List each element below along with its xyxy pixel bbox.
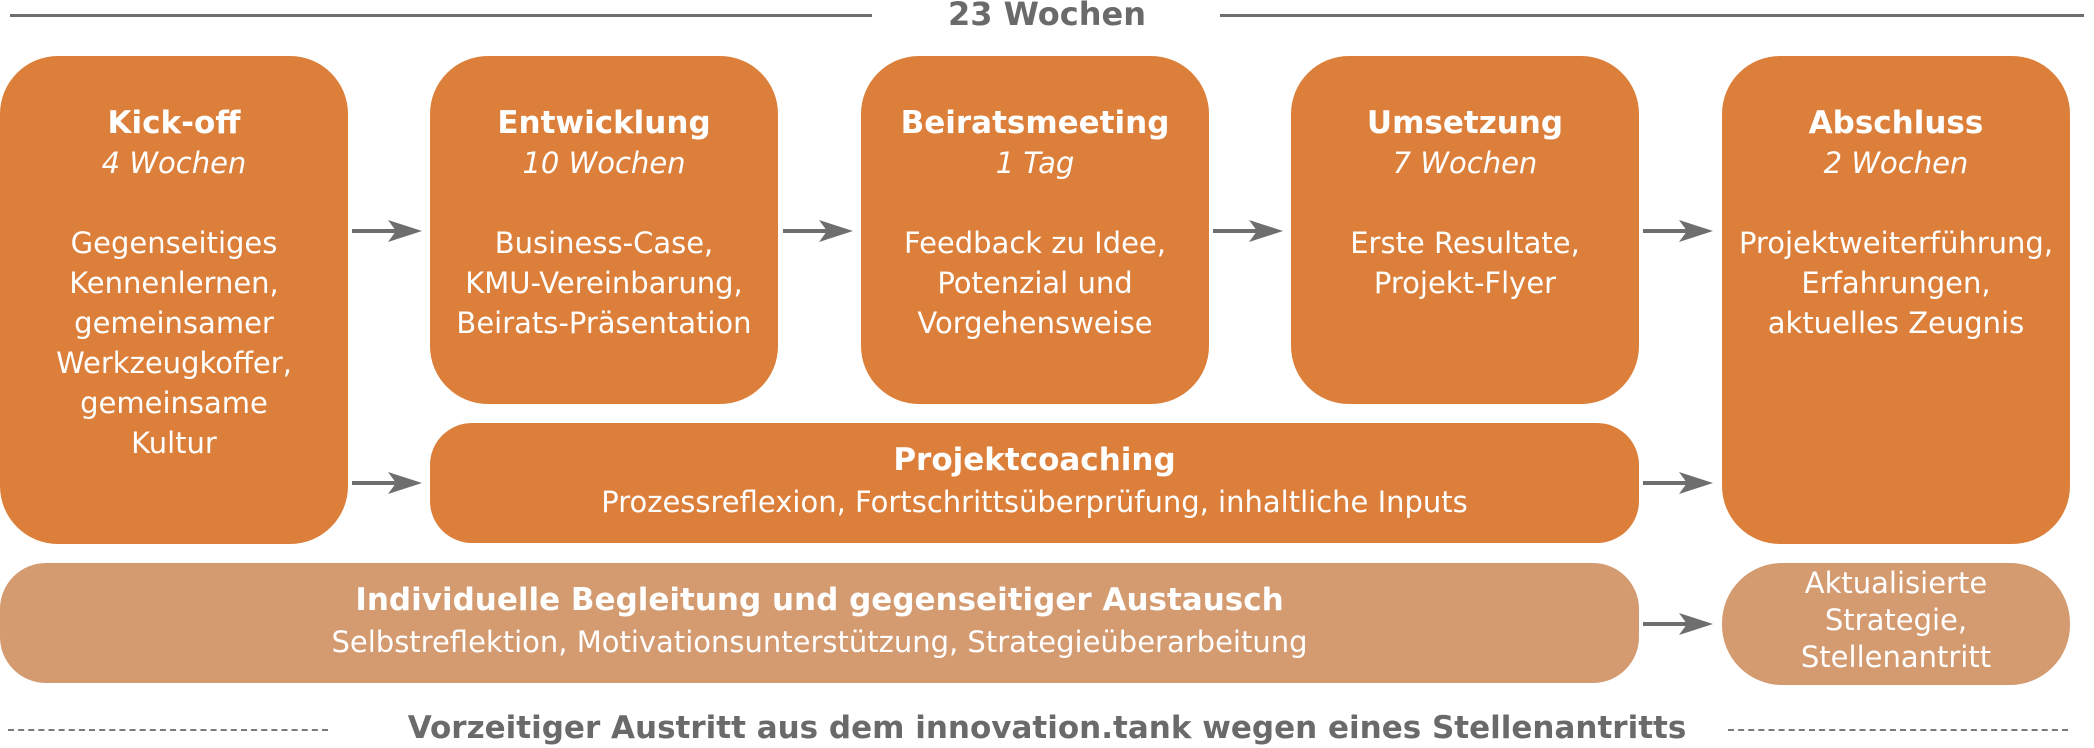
outcome-text: Aktualisierte Strategie, Stellenantritt xyxy=(1800,566,1992,674)
phase-kickoff: Kick-off 4 Wochen Gegenseitiges Kennenle… xyxy=(0,56,348,544)
individual-support-bar: Individuelle Begleitung und gegenseitige… xyxy=(0,563,1639,683)
arrow-right-icon xyxy=(1643,216,1713,246)
phase-duration: 2 Wochen xyxy=(1823,146,1969,180)
early-exit-line-left xyxy=(8,729,328,731)
arrow-right-icon xyxy=(1213,216,1283,246)
phase-abschluss: Abschluss 2 Wochen Projektweiterführung,… xyxy=(1722,56,2070,544)
phase-beiratsmeeting: Beiratsmeeting 1 Tag Feedback zu Idee, P… xyxy=(861,56,1209,404)
phase-title: Beiratsmeeting xyxy=(900,105,1170,141)
phase-description: Business-Case, KMU-Vereinbarung, Beirats… xyxy=(456,226,752,340)
arrow-right-icon xyxy=(783,216,853,246)
early-exit-label: Vorzeitiger Austritt aus dem innovation.… xyxy=(407,710,1687,746)
phase-title: Abschluss xyxy=(1808,105,1984,141)
phase-description: Feedback zu Idee, Potenzial und Vorgehen… xyxy=(903,226,1166,340)
arrow-right-icon xyxy=(1643,468,1713,498)
timeline-line-right xyxy=(1220,14,2084,17)
phase-duration: 1 Tag xyxy=(995,146,1075,180)
phase-umsetzung: Umsetzung 7 Wochen Erste Resultate, Proj… xyxy=(1291,56,1639,404)
phase-duration: 4 Wochen xyxy=(101,146,247,180)
phase-description: Projektweiterführung, Erfahrungen, aktue… xyxy=(1738,226,2054,340)
coaching-subtitle: Prozessreflexion, Fortschrittsüberprüfun… xyxy=(601,485,1468,519)
early-exit-line-right xyxy=(1728,729,2068,731)
phase-title: Entwicklung xyxy=(497,105,711,141)
phase-duration: 7 Wochen xyxy=(1392,146,1538,180)
outcome-pill: Aktualisierte Strategie, Stellenantritt xyxy=(1722,563,2070,685)
arrow-right-icon xyxy=(1643,609,1713,639)
coaching-title: Projektcoaching xyxy=(893,442,1176,478)
phase-entwicklung: Entwicklung 10 Wochen Business-Case, KMU… xyxy=(430,56,778,404)
total-duration-label: 23 Wochen xyxy=(947,0,1147,33)
support-title: Individuelle Begleitung und gegenseitige… xyxy=(355,582,1284,618)
timeline-line-left xyxy=(10,14,872,17)
arrow-right-icon xyxy=(352,216,422,246)
support-subtitle: Selbstreflektion, Motivationsunterstützu… xyxy=(331,625,1308,659)
phase-title: Kick-off xyxy=(107,105,241,141)
arrow-right-icon xyxy=(352,468,422,498)
projektcoaching-bar: Projektcoaching Prozessreflexion, Fortsc… xyxy=(430,423,1639,543)
phase-duration: 10 Wochen xyxy=(522,146,686,180)
phase-description: Gegenseitiges Kennenlernen, gemeinsamer … xyxy=(56,226,292,460)
phase-title: Umsetzung xyxy=(1366,105,1564,141)
phase-description: Erste Resultate, Projekt-Flyer xyxy=(1350,226,1580,300)
